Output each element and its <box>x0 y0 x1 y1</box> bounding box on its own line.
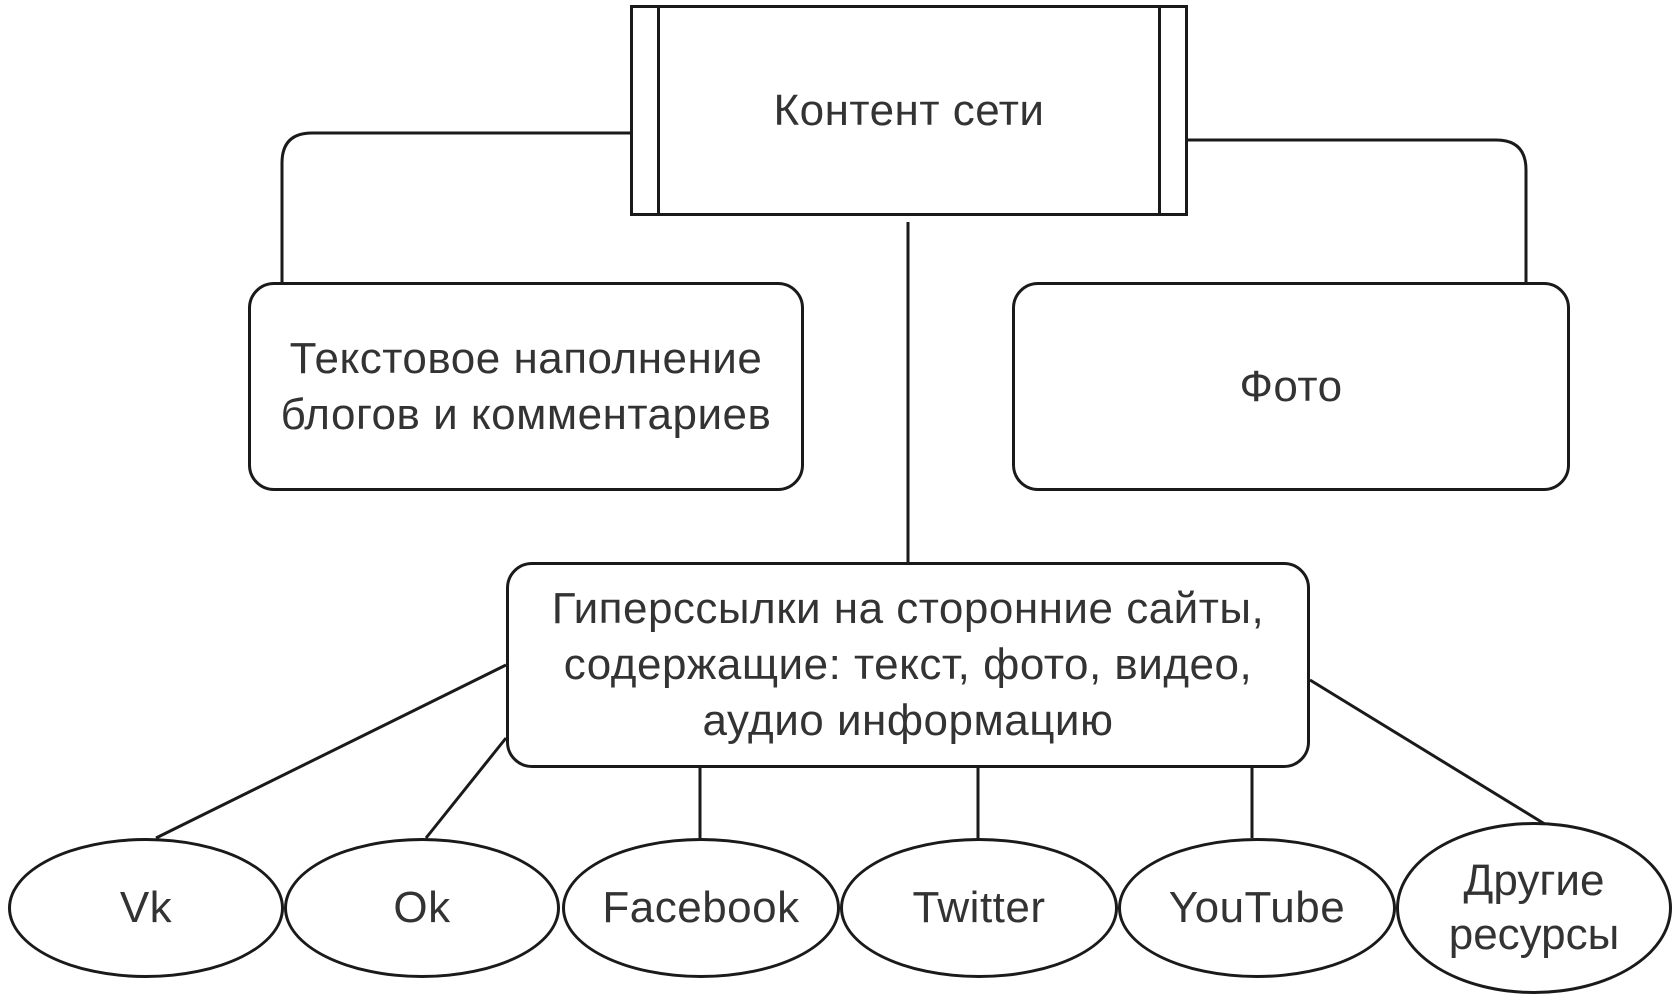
connector-root-photo <box>1188 138 1528 282</box>
resource-twitter: Twitter <box>840 838 1118 978</box>
root-inner-border-left <box>657 8 660 213</box>
resource-other: Другие ресурсы <box>1396 822 1672 994</box>
connector-root-text <box>280 131 630 282</box>
hyperlinks-label: Гиперссылки на сторонние сайты, содержащ… <box>551 584 1265 745</box>
resource-twitter-label: Twitter <box>912 883 1046 932</box>
hyperlinks-node: Гиперссылки на сторонние сайты, содержащ… <box>506 562 1310 768</box>
root-label: Контент сети <box>773 85 1045 135</box>
connector-vk <box>155 663 507 840</box>
resource-ok-label: Ok <box>393 883 451 932</box>
resource-vk-label: Vk <box>119 883 173 932</box>
resource-youtube-label: YouTube <box>1168 883 1346 932</box>
resource-other-label: Другие ресурсы <box>1448 856 1620 959</box>
root-inner-border-right <box>1158 8 1161 213</box>
photo-node: Фото <box>1012 282 1570 491</box>
resource-facebook-label: Facebook <box>602 883 800 932</box>
photo-label: Фото <box>1239 361 1343 411</box>
root-node: Контент сети <box>630 5 1188 216</box>
resource-facebook: Facebook <box>562 838 840 978</box>
resource-youtube: YouTube <box>1118 838 1396 978</box>
resource-ok: Ok <box>284 838 560 978</box>
text-content-label: Текстовое наполнение блогов и комментари… <box>280 333 772 439</box>
connector-ok <box>424 737 508 839</box>
connector-other <box>1309 678 1549 828</box>
resource-vk: Vk <box>8 838 284 978</box>
text-content-node: Текстовое наполнение блогов и комментари… <box>248 282 804 491</box>
